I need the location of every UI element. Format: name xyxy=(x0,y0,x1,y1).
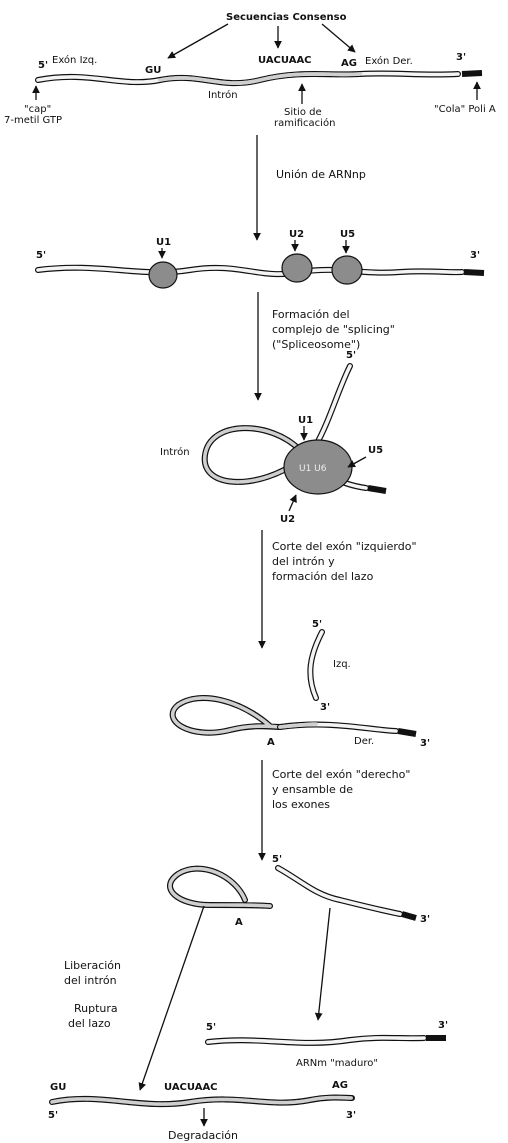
u2-particle xyxy=(282,254,312,282)
gu-label-2: GU xyxy=(50,1082,66,1093)
u1-particle xyxy=(149,262,177,288)
intron-label-2: Intrón xyxy=(160,446,190,458)
cap-label: "cap" xyxy=(24,104,51,115)
mature-mrna: 5' 3' ARNm "maduro" xyxy=(206,1020,448,1069)
branch-sub-label: ramificación xyxy=(274,117,335,129)
a-label-2: A xyxy=(235,917,243,928)
step-4-line-1: Corte del exón "derecho" xyxy=(272,768,410,781)
polya-tail xyxy=(462,73,482,74)
arrow-release-intron xyxy=(140,906,204,1090)
step-2-line-1: Formación del xyxy=(272,308,350,321)
der-label: Der. xyxy=(354,736,374,747)
three-prime-5: 3' xyxy=(420,738,430,749)
polya-label: "Cola" Poli A xyxy=(434,104,496,115)
u1-label-2: U1 xyxy=(298,415,313,426)
u2-label-2: U2 xyxy=(280,514,295,525)
five-prime-4: 5' xyxy=(312,619,322,630)
five-prime-2: 5' xyxy=(36,250,46,261)
release-line-2: del intrón xyxy=(64,974,117,987)
step-3-line-1: Corte del exón "izquierdo" xyxy=(272,540,417,553)
five-prime-1: 5' xyxy=(38,60,48,71)
three-prime-7: 3' xyxy=(438,1020,448,1031)
uacuaac-label-2: UACUAAC xyxy=(164,1082,218,1093)
uacuaac-label: UACUAAC xyxy=(258,55,312,66)
step-4-line-2: y ensamble de xyxy=(272,783,353,796)
linear-intron: GU UACUAAC AG 5' 3' Degradación xyxy=(48,1080,356,1142)
spliceosome-inner-label: U1 U6 xyxy=(299,464,327,474)
step-4-line-3: los exones xyxy=(272,798,330,811)
spliced-exons xyxy=(278,868,400,914)
rupture-line-1: Ruptura xyxy=(74,1002,118,1015)
izq-label: Izq. xyxy=(333,659,351,670)
u5-label-1: U5 xyxy=(340,229,355,240)
u5-label-2: U5 xyxy=(368,445,383,456)
right-exon-label: Exón Der. xyxy=(365,55,413,67)
ag-label-2: AG xyxy=(332,1080,348,1091)
mature-mrna-label: ARNm "maduro" xyxy=(296,1058,378,1069)
gu-label: GU xyxy=(145,65,161,76)
arrow-mature-mrna xyxy=(318,908,330,1020)
intron-label-1: Intrón xyxy=(208,89,238,101)
step-2-line-2: complejo de "splicing" xyxy=(272,323,395,336)
five-prime-5: 5' xyxy=(272,854,282,865)
u1-label-1: U1 xyxy=(156,237,171,248)
u2-label-1: U2 xyxy=(289,229,304,240)
arrow-consensus-gu xyxy=(168,24,228,58)
step-1-label: Unión de ARNnp xyxy=(276,168,366,181)
step-3-line-3: formación del lazo xyxy=(272,570,374,583)
three-prime-2: 3' xyxy=(470,250,480,261)
left-exon-label: Exón Izq. xyxy=(52,54,97,66)
cap-sub-label: 7-metil GTP xyxy=(4,115,62,126)
ag-label: AG xyxy=(341,58,357,69)
five-prime-7: 5' xyxy=(48,1110,58,1121)
u5-particle xyxy=(332,256,362,284)
consensus-title: Secuencias Consenso xyxy=(226,12,347,23)
step-3-line-2: del intrón y xyxy=(272,555,335,568)
three-prime-6: 3' xyxy=(420,914,430,925)
three-prime-4: 3' xyxy=(320,702,330,713)
a-label-1: A xyxy=(267,737,275,748)
degradation-label: Degradación xyxy=(168,1129,238,1142)
stage-released: A 5' 3' xyxy=(170,854,430,928)
release-line-1: Liberación xyxy=(64,959,121,972)
rupture-line-2: del lazo xyxy=(68,1017,111,1030)
five-prime-6: 5' xyxy=(206,1022,216,1033)
branch-label: Sitio de xyxy=(284,107,322,118)
stage-lariat: 5' Izq. 3' A Der. 3' xyxy=(173,619,430,749)
stage-spliceosome: U1 U6 5' Intrón U1 U5 U2 xyxy=(160,350,386,525)
arrow-consensus-ag xyxy=(322,24,355,52)
three-prime-8: 3' xyxy=(346,1110,356,1121)
stage-pre-mrna: Secuencias Consenso 5' Exón Izq. GU UACU… xyxy=(4,12,496,129)
five-prime-3: 5' xyxy=(346,350,356,361)
three-prime-1: 3' xyxy=(456,52,466,63)
stage-snrnp-binding: 5' 3' U1 U2 U5 xyxy=(36,229,484,288)
